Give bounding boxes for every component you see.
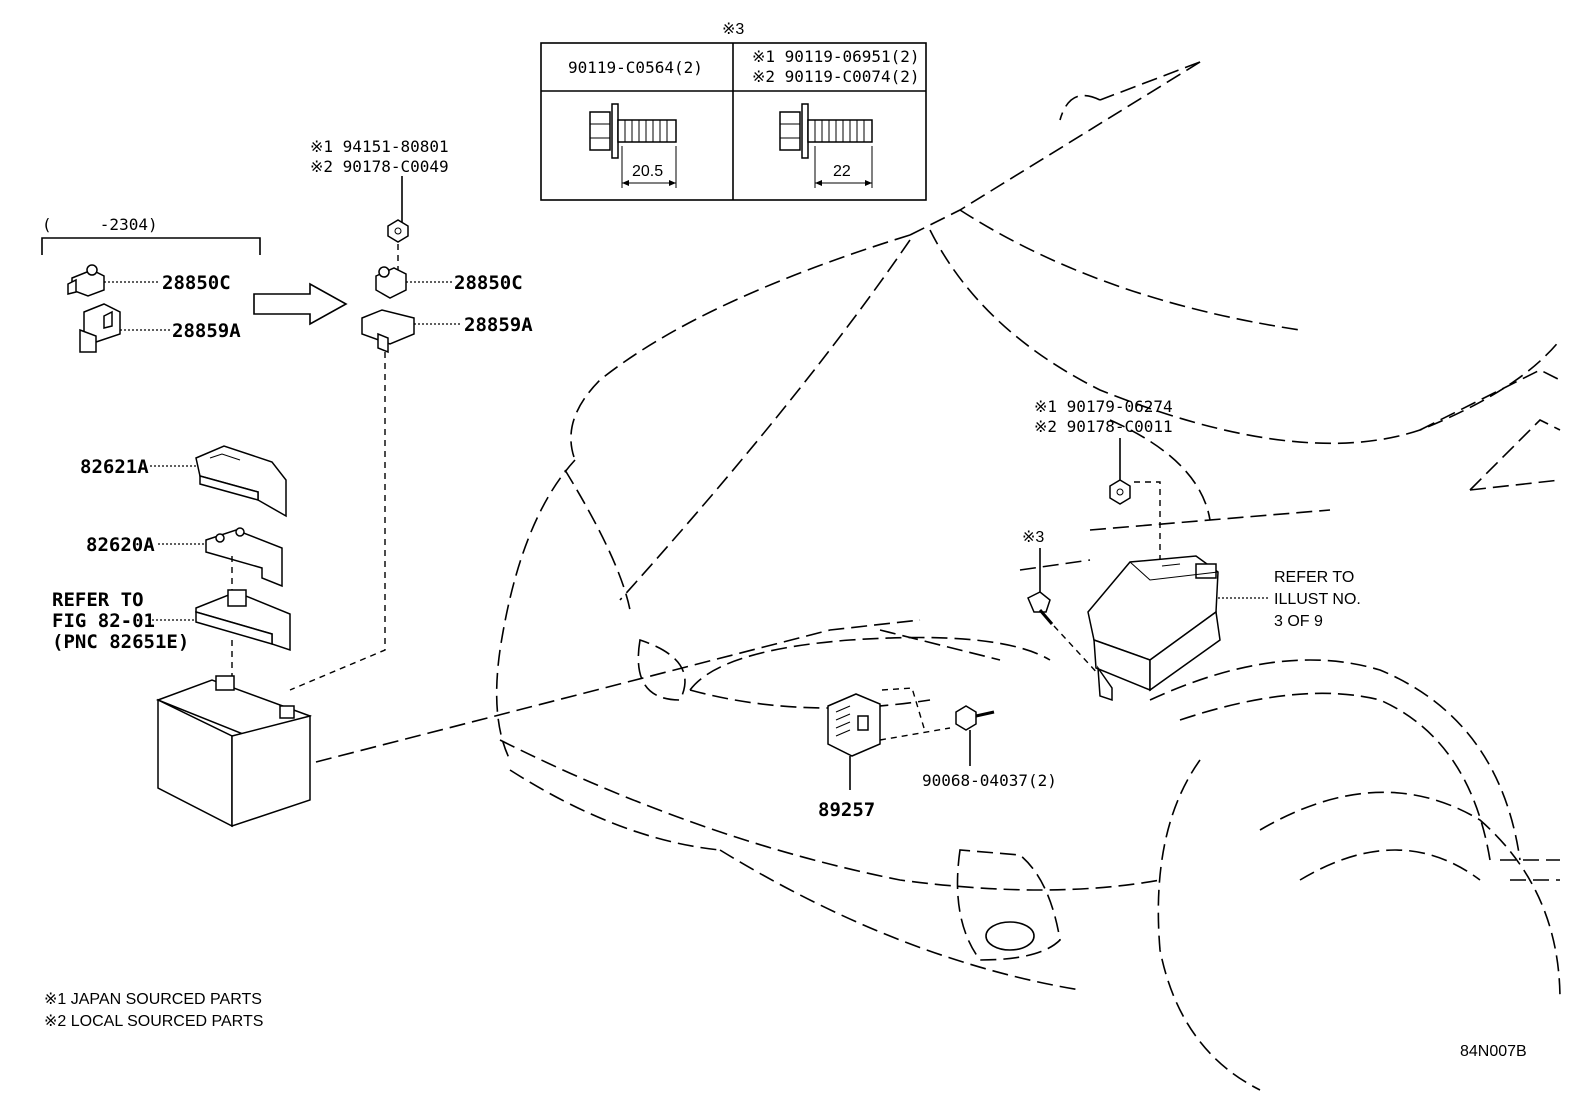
refer-fig-line1: REFER TO bbox=[52, 589, 144, 611]
callout-28859a-old: 28859A bbox=[172, 320, 241, 342]
bolt-icon bbox=[955, 705, 995, 731]
bolt-icon bbox=[779, 103, 873, 188]
table-mark: ※3 bbox=[722, 21, 744, 38]
refer-fig-line2: FIG 82-01 bbox=[52, 610, 155, 632]
refer-illust-line2: ILLUST NO. bbox=[1274, 591, 1361, 608]
refer-fig-line3: (PNC 82651E) bbox=[52, 631, 189, 653]
callout-82620a: 82620A bbox=[86, 534, 155, 556]
bracket-range-label: ( -2304) bbox=[42, 215, 158, 234]
table-col2-header-line1: ※1 90119-06951(2) bbox=[752, 47, 920, 66]
terminal-clamp-icon bbox=[67, 264, 105, 297]
terminal-clamp-icon bbox=[375, 266, 407, 299]
bolt-spec-table: ※3 90119-C0564(2) ※1 90119-06951(2) ※2 9… bbox=[540, 21, 927, 201]
terminal-bracket-icon bbox=[79, 303, 121, 353]
refer-illust-line3: 3 OF 9 bbox=[1274, 613, 1323, 630]
legend-line2: ※2 LOCAL SOURCED PARTS bbox=[44, 1013, 263, 1030]
callout-nut-right-line1: ※1 90179-06274 bbox=[1034, 397, 1173, 416]
car-body-outline bbox=[495, 61, 1561, 1091]
table-col2-header-line2: ※2 90119-C0074(2) bbox=[752, 67, 920, 86]
nut-icon bbox=[1109, 479, 1131, 505]
callout-89257: 89257 bbox=[818, 799, 875, 821]
table-col1-dim: 20.5 bbox=[632, 163, 663, 180]
arrow-right-icon bbox=[253, 282, 348, 326]
callout-nut-top-line2: ※2 90178-C0049 bbox=[310, 157, 449, 176]
table-col2-dim: 22 bbox=[833, 163, 851, 180]
relay-block-icon bbox=[195, 589, 291, 652]
bolt-mark: ※3 bbox=[1022, 529, 1044, 546]
bolt-icon bbox=[1027, 591, 1054, 625]
callout-28850c-old: 28850C bbox=[162, 272, 231, 294]
callout-28859a-new: 28859A bbox=[464, 314, 533, 336]
figure-code: 84N007B bbox=[1460, 1043, 1527, 1060]
relay-bracket-icon bbox=[205, 527, 283, 588]
callout-28850c-new: 28850C bbox=[454, 272, 523, 294]
control-module-icon bbox=[827, 693, 881, 757]
old-parts-group: ( -2304) 28850C 28859A bbox=[41, 215, 261, 353]
callout-90068: 90068-04037(2) bbox=[922, 771, 1057, 790]
battery-icon bbox=[155, 675, 312, 828]
bolt-icon bbox=[589, 103, 677, 188]
legend-line1: ※1 JAPAN SOURCED PARTS bbox=[44, 991, 262, 1008]
callout-nut-top-line1: ※1 94151-80801 bbox=[310, 137, 449, 156]
refer-illust-line1: REFER TO bbox=[1274, 569, 1354, 586]
table-col1-header: 90119-C0564(2) bbox=[568, 58, 703, 77]
callout-nut-right-line2: ※2 90178-C0011 bbox=[1034, 417, 1173, 436]
nut-icon bbox=[387, 219, 409, 243]
battery-cover-icon bbox=[195, 445, 287, 518]
callout-82621a: 82621A bbox=[80, 456, 149, 478]
junction-box-icon bbox=[1087, 555, 1221, 702]
terminal-bracket-icon bbox=[361, 309, 415, 354]
